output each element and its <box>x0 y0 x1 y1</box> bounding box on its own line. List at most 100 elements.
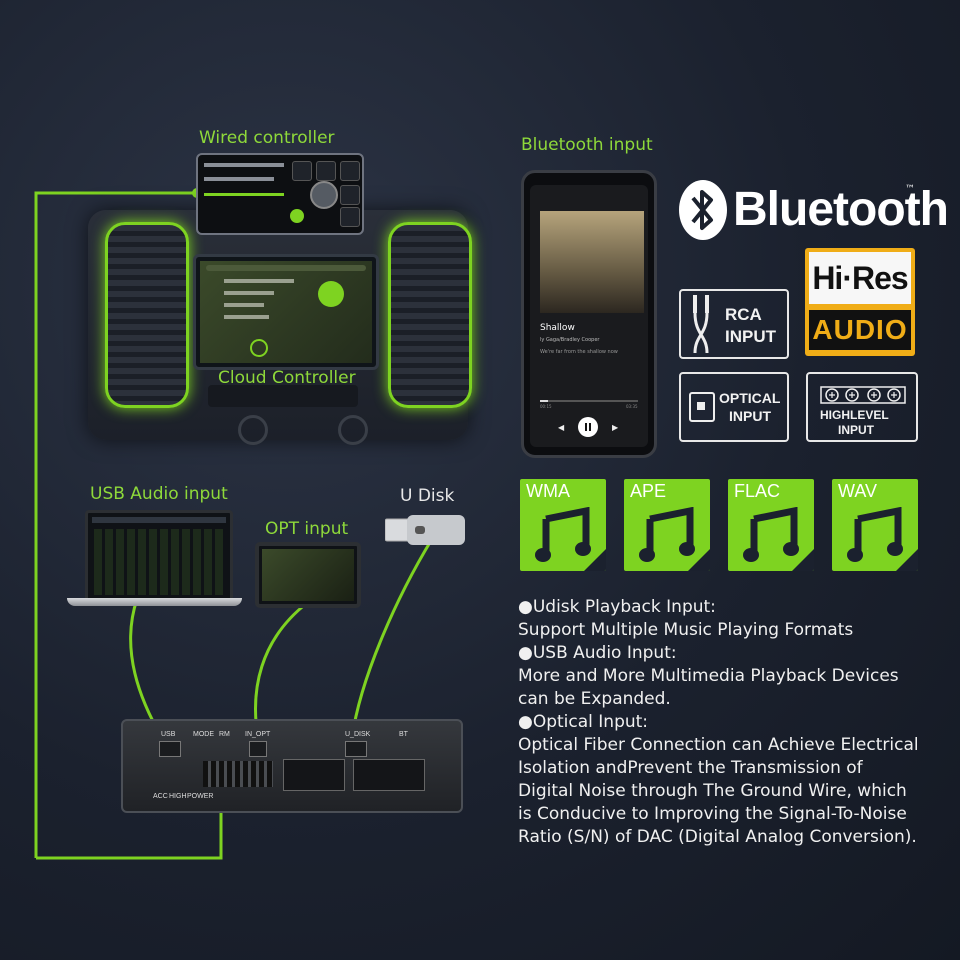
usb-port[interactable] <box>159 741 181 757</box>
cloud-controller-app <box>200 261 372 363</box>
tile-corner <box>792 549 814 571</box>
song-title: Shallow <box>540 323 575 333</box>
laptop-toolbar <box>92 517 226 523</box>
optical-port[interactable] <box>249 741 267 757</box>
left-air-vent <box>105 222 189 408</box>
app-list-item <box>224 279 294 283</box>
controller-button[interactable] <box>340 185 360 205</box>
speaker-connector[interactable] <box>283 759 345 791</box>
speaker-terminal-icon <box>820 386 906 404</box>
app-topbar <box>206 265 366 271</box>
dash-buttons <box>208 385 358 407</box>
music-note-icon <box>639 507 695 562</box>
song-lyric: We're far from the shallow now <box>540 349 618 355</box>
hires-audio-logo: Hi·Res AUDIO <box>805 248 915 356</box>
desc-line: Support Multiple Music Playing Formats <box>518 620 854 640</box>
format-label: WMA <box>526 481 570 501</box>
optical-label-2: INPUT <box>729 408 771 424</box>
desc-line: Ratio (S/N) of DAC (Digital Analog Conve… <box>518 827 917 847</box>
app-list-item <box>224 303 264 307</box>
optical-port-icon <box>689 392 715 422</box>
highlevel-label-1: HIGHLEVEL <box>820 408 889 422</box>
tile-corner <box>896 549 918 571</box>
rca-cable-icon <box>693 295 709 353</box>
bluetooth-input-label: Bluetooth input <box>521 135 653 155</box>
desc-heading-usb: ●USB Audio Input: <box>518 643 677 663</box>
laptop-base <box>67 598 242 606</box>
bluetooth-tm: ™ <box>905 184 915 195</box>
smartphone: Shallow ly Gaga/Bradley Cooper We're far… <box>521 170 657 458</box>
wire-opt <box>254 601 308 739</box>
format-tile-wav: WAV <box>832 479 918 571</box>
hires-top-text: Hi·Res <box>809 252 911 304</box>
u-disk-label: U Disk <box>400 486 455 506</box>
prev-icon[interactable]: ◀ <box>558 423 565 432</box>
wired-controller-device <box>196 153 364 235</box>
desc-line: is Conducive to Improving the Signal-To-… <box>518 804 907 824</box>
desc-line: can be Expanded. <box>518 689 671 709</box>
amp-port-label: USB <box>161 731 176 738</box>
amp-port-label: U_DISK <box>345 731 371 738</box>
tile-corner <box>688 549 710 571</box>
pause-icon <box>589 423 591 431</box>
laptop-screen <box>85 510 233 604</box>
song-artist: ly Gaga/Bradley Cooper <box>540 337 600 343</box>
music-note-icon <box>743 507 799 562</box>
format-label: WAV <box>838 481 877 501</box>
wired-controller-label: Wired controller <box>199 128 335 148</box>
progress-fill <box>540 400 548 402</box>
opt-input-label: OPT input <box>265 519 349 539</box>
desc-heading-udisk: ●Udisk Playback Input: <box>518 597 716 617</box>
rca-connector-bank <box>203 761 273 787</box>
brand-logo-icon <box>290 209 304 223</box>
wire-usb <box>129 598 164 739</box>
tablet-device <box>255 542 361 608</box>
wire-udisk <box>350 538 434 739</box>
progress-bar[interactable] <box>540 400 638 402</box>
udisk-port[interactable] <box>345 741 367 757</box>
amp-port-label: MODE <box>193 731 214 738</box>
controller-display-line <box>204 163 284 167</box>
bluetooth-logo: Bluetooth ™ <box>677 178 949 242</box>
desc-heading-optical: ●Optical Input: <box>518 712 649 732</box>
controller-button[interactable] <box>340 161 360 181</box>
tablet-screen <box>262 549 354 601</box>
volume-knob[interactable] <box>310 181 338 209</box>
app-list-item <box>224 315 269 319</box>
desc-line: Digital Noise through The Ground Wire, w… <box>518 781 907 801</box>
controller-button[interactable] <box>316 161 336 181</box>
format-tile-flac: FLAC <box>728 479 814 571</box>
head-unit-screen <box>193 254 379 370</box>
rca-input-box: RCA INPUT <box>679 289 789 359</box>
pause-button[interactable] <box>578 417 598 437</box>
desc-line: More and More Multimedia Playback Device… <box>518 666 899 686</box>
amp-port-label: BT <box>399 731 408 738</box>
controller-button[interactable] <box>340 207 360 227</box>
controller-button[interactable] <box>292 161 312 181</box>
power-connector[interactable] <box>353 759 425 791</box>
usb-audio-input-label: USB Audio input <box>90 484 228 504</box>
desc-line: Optical Fiber Connection can Achieve Ele… <box>518 735 919 755</box>
tile-corner <box>584 549 606 571</box>
music-player-screen: Shallow ly Gaga/Bradley Cooper We're far… <box>530 185 648 447</box>
play-icon[interactable] <box>250 339 268 357</box>
time-start: 00:15 <box>540 404 552 409</box>
app-list-item <box>224 291 274 295</box>
format-tile-ape: APE <box>624 479 710 571</box>
format-label: APE <box>630 481 667 501</box>
format-label: FLAC <box>734 481 781 501</box>
format-tile-wma: WMA <box>520 479 606 571</box>
highlevel-label-2: INPUT <box>838 423 874 437</box>
rca-label-2: INPUT <box>725 327 776 346</box>
feature-description: ●Udisk Playback Input: Support Multiple … <box>518 596 938 849</box>
optical-port-core <box>697 402 705 410</box>
time-end: 03:35 <box>626 404 638 409</box>
dash-knob <box>338 415 368 445</box>
dash-knob <box>238 415 268 445</box>
dsp-amplifier: USB MODE RM IN_OPT U_DISK BT ACC HIGH PO… <box>121 719 463 813</box>
cloud-controller-label: Cloud Controller <box>218 368 356 388</box>
next-icon[interactable]: ▶ <box>612 423 619 432</box>
optical-label-1: OPTICAL <box>719 390 781 406</box>
amp-port-label: RM <box>219 731 230 738</box>
